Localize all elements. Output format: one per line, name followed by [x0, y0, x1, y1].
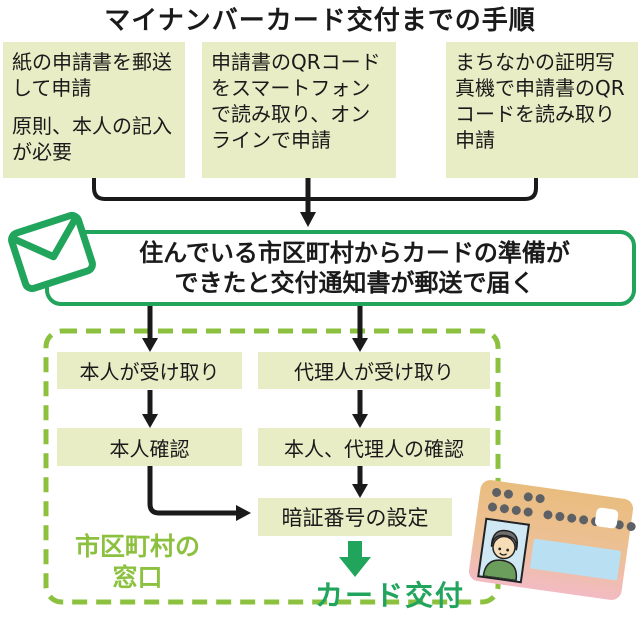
arrowhead-self-verify-icon — [142, 414, 158, 428]
municipal-area-dashed-border — [43, 328, 501, 605]
method-paper-text: 紙の申請書を郵送して申請 — [12, 50, 172, 100]
method-paper-note: 原則、本人の記入が必要 — [12, 114, 172, 164]
method-photo-booth-text: まちなかの証明写真機で申請書のQRコードを読み取り申請 — [455, 50, 625, 152]
notification-box: 住んでいる市区町村からカードの準備が できたと交付通知書が郵送で届く — [45, 230, 636, 306]
municipal-office-line2: 窓口 — [112, 563, 163, 592]
arrowhead-proxy-verify-icon — [352, 414, 368, 428]
page-title: マイナンバーカード交付までの手順 — [104, 6, 536, 36]
arrowhead-proxy-to-pin-icon — [352, 484, 368, 498]
my-number-card-icon — [467, 478, 637, 602]
method-photo-booth-box: まちなかの証明写真機で申請書のQRコードを読み取り申請 — [446, 42, 638, 178]
notification-line1: 住んでいる市区町村からカードの準備が — [139, 239, 570, 267]
arrowhead-self-pickup-icon — [142, 338, 158, 352]
card-info-area — [529, 538, 622, 581]
self-verification-box: 本人確認 — [57, 428, 242, 466]
proxy-verification-box: 本人、代理人の確認 — [258, 428, 490, 466]
card-dots-row1 — [491, 487, 549, 504]
method-paper-mail-box: 紙の申請書を郵送して申請 原則、本人の記入が必要 — [3, 42, 185, 178]
notification-line2: できたと交付通知書が郵送で届く — [174, 269, 535, 297]
envelope-icon — [8, 211, 96, 293]
card-chip — [594, 507, 619, 529]
elbow-self-to-pin — [147, 466, 237, 516]
self-pickup-box: 本人が受け取り — [57, 352, 242, 389]
card-photo — [477, 517, 531, 584]
method-smartphone-text: 申請書のQRコードをスマートフォンで読み取り、オンラインで申請 — [211, 50, 381, 152]
proxy-verification-label: 本人、代理人の確認 — [284, 436, 464, 461]
pin-setting-label: 暗証番号の設定 — [281, 506, 429, 530]
arrowhead-proxy-pickup-icon — [352, 338, 368, 352]
pin-setting-box: 暗証番号の設定 — [258, 498, 452, 536]
municipal-office-line1: 市区町村の — [74, 532, 200, 561]
merge-bracket-line — [92, 178, 538, 201]
proxy-pickup-label: 代理人が受け取り — [294, 360, 454, 384]
municipal-office-label: 市区町村の 窓口 — [50, 531, 225, 593]
arrowhead-self-to-pin-icon — [236, 505, 251, 521]
card-issuance-label: カード交付 — [314, 579, 465, 612]
self-pickup-label: 本人が受け取り — [79, 360, 220, 384]
green-down-arrow-icon — [339, 541, 371, 577]
proxy-pickup-box: 代理人が受け取り — [258, 352, 490, 389]
merge-arrowhead-icon — [300, 212, 316, 227]
self-verification-label: 本人確認 — [109, 436, 190, 461]
person-portrait-icon — [482, 529, 519, 582]
method-smartphone-box: 申請書のQRコードをスマートフォンで読み取り、オンラインで申請 — [202, 42, 396, 178]
